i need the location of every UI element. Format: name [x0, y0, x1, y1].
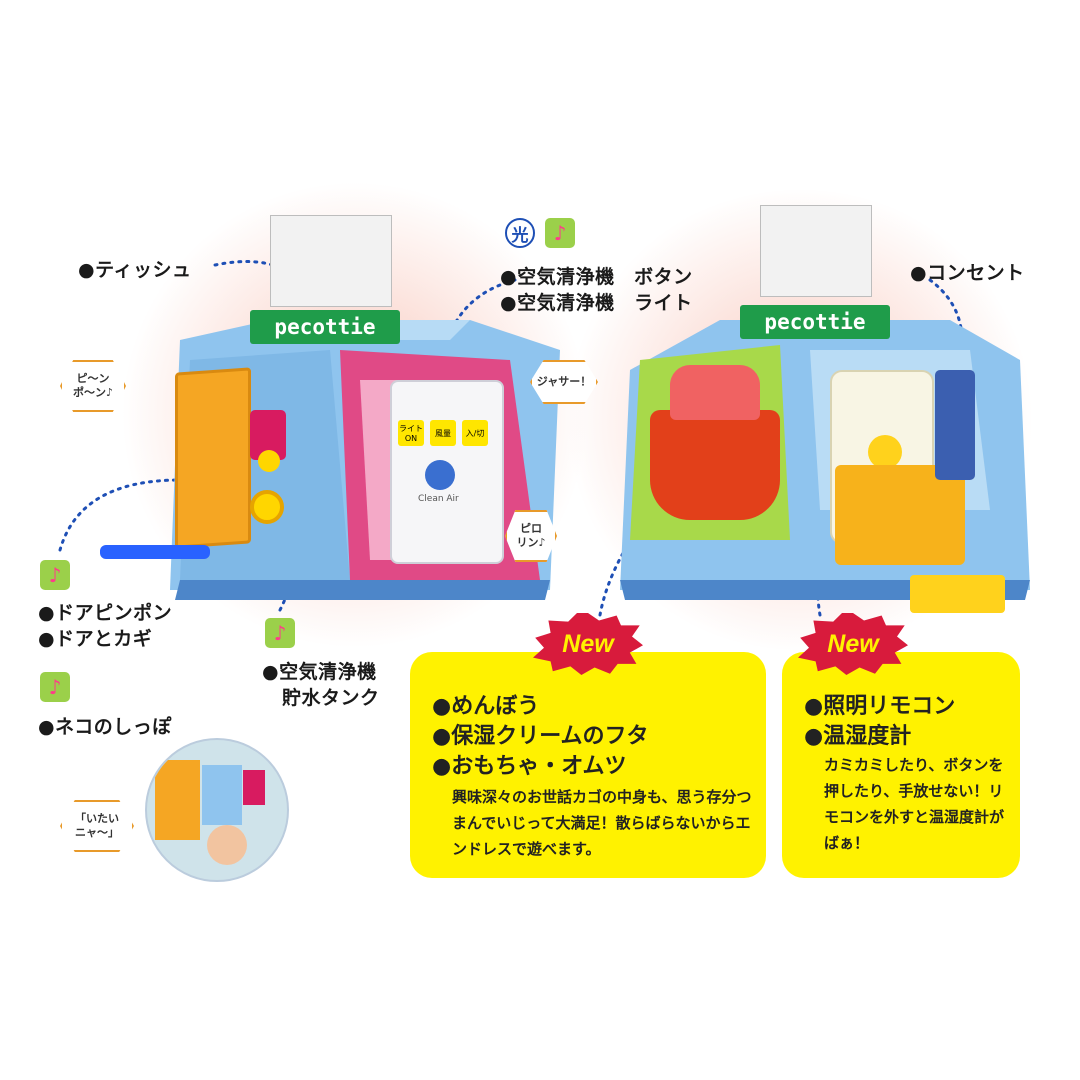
right-toy: pecottie: [610, 200, 1040, 620]
right-brand-label: pecottie: [740, 305, 890, 339]
feature-box-remote: ●照明リモコン ●温湿度計 カミカミしたり、ボタンを押したり、手放せない！リモコ…: [782, 652, 1020, 878]
leader-door: [58, 478, 182, 552]
label-door-pinpon: ●ドアピンポン: [38, 602, 173, 624]
box-right-item-0: ●照明リモコン: [804, 694, 956, 719]
plug[interactable]: [910, 575, 1005, 613]
left-brand-label: pecottie: [250, 310, 400, 344]
label-purifier-light: ●空気清浄機 ライト: [500, 292, 693, 314]
remote-sun-button[interactable]: [868, 435, 902, 469]
inset-panel: [202, 765, 242, 825]
box-left-item-2: ●おもちゃ・オムツ: [432, 754, 627, 779]
sound-icon-purifier: ♪: [545, 218, 575, 248]
tissue-paper: [270, 215, 392, 307]
leader-tissue: [213, 260, 312, 302]
water-sound-bubble: ジャサー！: [530, 360, 598, 404]
sound-icon-cat: ♪: [40, 672, 70, 702]
care-basket[interactable]: [650, 410, 780, 520]
label-cat-tail: ●ネコのしっぽ: [38, 716, 172, 738]
purifier-button-power[interactable]: 入/切: [462, 420, 488, 446]
door-sound-bubble: ピ～ン ポ～ン♪: [60, 360, 126, 412]
new-badge-left-text: New: [562, 629, 614, 658]
box-right-description: カミカミしたり、ボタンを押したり、手放せない！リモコンを外すと温湿度計がばぁ！: [824, 756, 1005, 852]
pirorin-bubble: ピロ リン♪: [505, 510, 557, 562]
box-left-description: 興味深々のお世話カゴの中身も、思う存分つまんでいじって大満足！散らばらないからエ…: [452, 788, 752, 858]
toy-key[interactable]: [100, 545, 210, 559]
sound-icon-door: ♪: [40, 560, 70, 590]
purifier-logo-text: Clean Air: [418, 494, 459, 504]
inset-hand: [207, 825, 247, 865]
label-outlet: ●コンセント: [910, 262, 1025, 284]
label-tissue: ●ティッシュ: [78, 259, 192, 281]
toy-door[interactable]: [175, 367, 251, 549]
inset-bell: [243, 770, 265, 805]
label-door-key: ●ドアとカギ: [38, 628, 153, 650]
doorbell-button[interactable]: [258, 450, 280, 472]
inset-door: [155, 760, 200, 840]
purifier-button-fan[interactable]: 風量: [430, 420, 456, 446]
remote-holder: [835, 465, 965, 565]
inset-speech-bubble: 「いたい ニャ～」: [60, 800, 134, 852]
feature-box-basket: ●めんぼう ●保湿クリームのフタ ●おもちゃ・オムツ 興味深々のお世話カゴの中身…: [410, 652, 766, 878]
light-icon: 光: [505, 218, 535, 248]
leader-purifier: [438, 278, 517, 392]
basket-contents[interactable]: [670, 365, 760, 420]
label-tank-line1: ●空気清浄機: [262, 661, 377, 683]
keyhole[interactable]: [250, 490, 284, 524]
right-tissue-paper: [760, 205, 872, 297]
purifier-logo-icon: [425, 460, 455, 490]
box-right-item-1: ●温湿度計: [804, 724, 912, 749]
purifier-unit: [390, 380, 504, 564]
purifier-button-light[interactable]: ライト ON: [398, 420, 424, 446]
left-toy: pecottie ライト ON 風量 入/切 Clean Air ピ～ン ポ～ン…: [60, 210, 598, 600]
inset-photo: [145, 738, 289, 882]
box-left-item-1: ●保湿クリームのフタ: [432, 724, 649, 749]
wall-outlet[interactable]: [935, 370, 975, 480]
label-purifier-button: ●空気清浄機 ボタン: [500, 266, 693, 288]
new-badge-right-text: New: [827, 629, 879, 658]
sound-icon-tank: ♪: [265, 618, 295, 648]
box-left-item-0: ●めんぼう: [432, 694, 540, 719]
label-tank-line2: 貯水タンク: [282, 687, 380, 709]
